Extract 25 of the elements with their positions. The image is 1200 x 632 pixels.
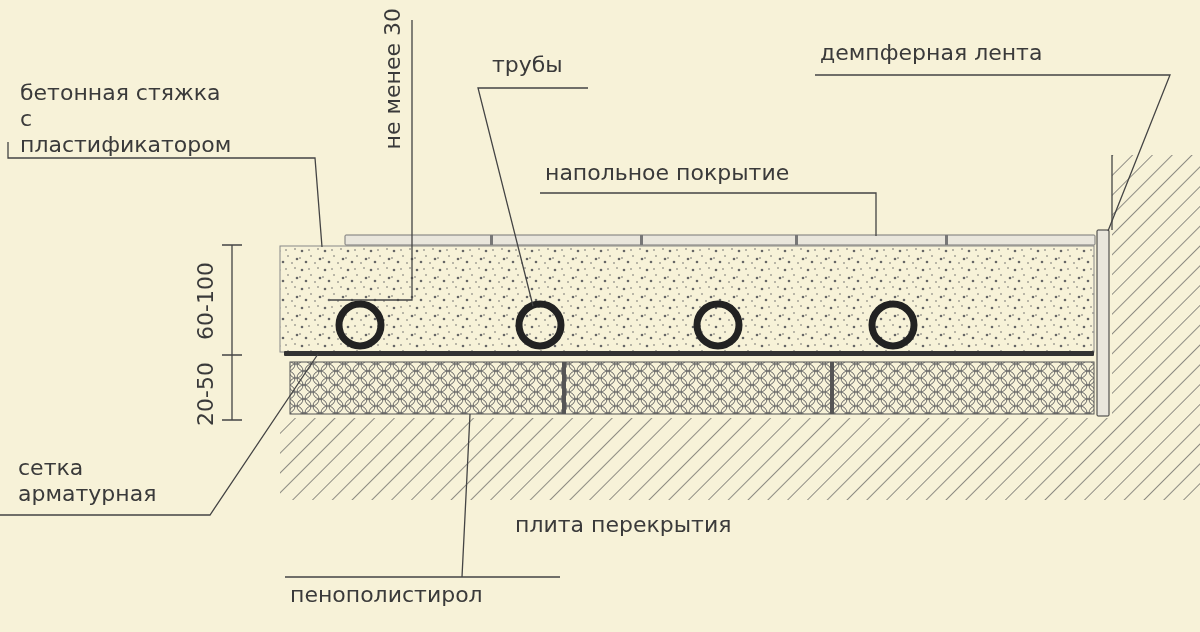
part-label: демпферная лента [820,40,1120,66]
dimension-label: не менее 30 [380,8,406,150]
dimension-label: 20-50 [193,362,219,426]
part-label: бетонная стяжка с пластификатором [20,80,232,158]
part-label: напольное покрытие [545,160,875,186]
concrete-screed [279,245,1095,353]
pipe-section [868,300,918,350]
dimension-label: 60-100 [193,262,219,340]
leader-line [539,192,877,237]
part-label: сетка арматурная [18,455,208,507]
leader-line [814,74,1171,232]
pipe-section [335,300,385,350]
damper-tape [1096,229,1110,417]
reinforcing-mesh [284,351,1094,356]
leader-line [0,353,319,516]
leader-line [477,87,589,307]
pipe-section [693,300,743,350]
insulation-board [289,361,1095,415]
part-label: плита перекрытия [515,512,732,538]
floor-covering [344,234,1096,246]
part-label: трубы [492,52,582,78]
part-label: пенополистирол [290,582,560,608]
leader-line [284,413,561,578]
pipe-section [515,300,565,350]
leader-line [7,141,323,248]
